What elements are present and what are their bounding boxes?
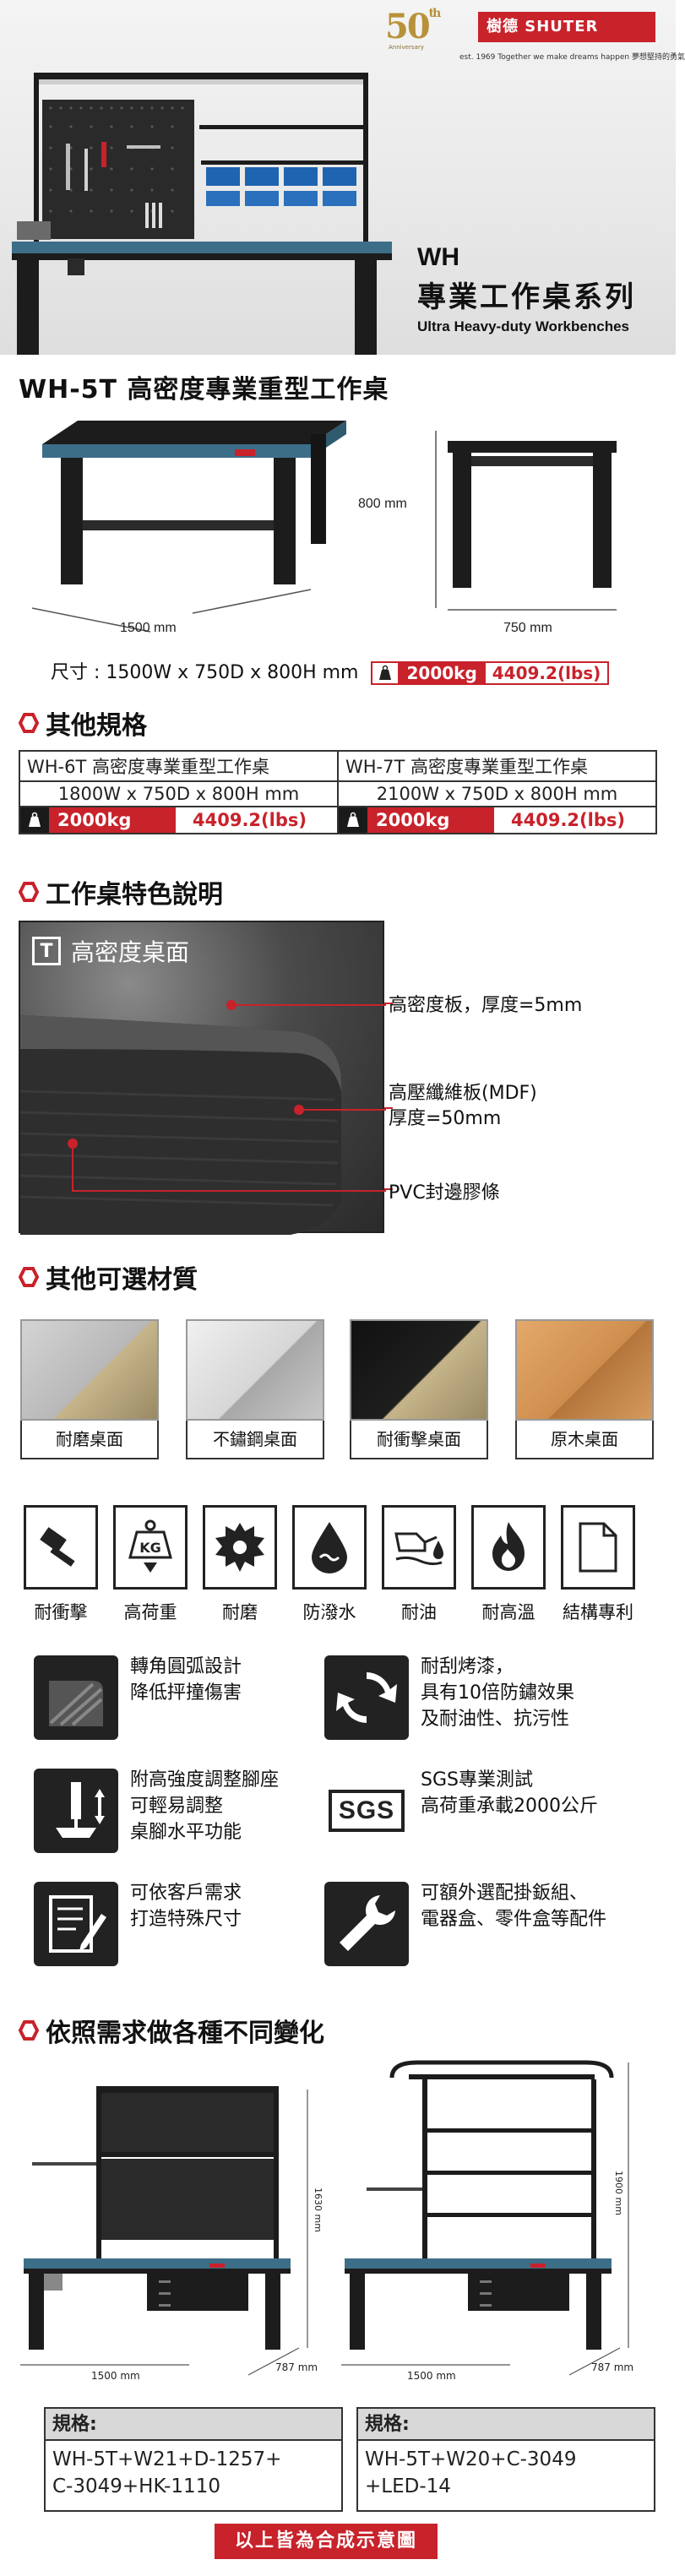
svg-text:KG: KG [139, 1540, 161, 1556]
t-icon: T [32, 937, 61, 965]
variant-2-spec: 規格: WH-5T+W20+C-3049+LED-14 [356, 2407, 655, 2512]
spec-label: 規格: [44, 2407, 343, 2441]
saw-blade-icon [203, 1505, 277, 1590]
hexagon-icon [18, 882, 40, 902]
feature-text-accessories: 可額外選配掛鈑組、電器盒、零件盒等配件 [421, 1883, 607, 1930]
material-swatch [515, 1319, 654, 1421]
materials-heading: 其他可選材質 [18, 1258, 198, 1296]
variant-1-spec: 規格: WH-5T+W21+D-1257+C-3049+HK-1110 [44, 2407, 343, 2512]
anniversary-mark: 50th [385, 7, 441, 46]
brand-name: 樹德 SHUTER [478, 12, 655, 42]
anniversary-sub: Anniversary [389, 44, 424, 51]
wrench-icon [324, 1882, 409, 1966]
hero-title: WH 專業工作桌系列 Ultra Heavy-duty Workbenches [417, 243, 636, 335]
icon-caption: 高荷重 [123, 1602, 177, 1622]
variant-2-height: 1900 mm [613, 2171, 624, 2215]
hero-workbench-image [12, 73, 392, 355]
variants-heading: 依照需求做各種不同變化 [18, 2012, 324, 2049]
other-specs-heading: 其他規格 [18, 704, 147, 742]
callout-pvc: PVC封邊膠條 [389, 1182, 500, 1204]
workbench-side-drawing [435, 431, 617, 611]
workbench-front-drawing [31, 421, 346, 633]
spec-name: WH-7T 高密度專業重型工作桌 [337, 750, 657, 782]
icon-caption: 結構專利 [563, 1602, 633, 1622]
brand-slogan: est. 1969 Together we make dreams happen… [459, 53, 685, 62]
spec-value: WH-5T+W21+D-1257+C-3049+HK-1110 [44, 2441, 343, 2512]
hexagon-icon [18, 1267, 40, 1287]
photo-title: T 高密度桌面 [32, 934, 189, 968]
callout-mdf-thickness: 厚度=50mm [389, 1108, 502, 1129]
impact-icon [24, 1505, 98, 1590]
series-en: Ultra Heavy-duty Workbenches [417, 318, 629, 334]
icon-caption: 耐磨 [222, 1602, 258, 1622]
weight-lbs: 4409.2(lbs) [485, 663, 608, 683]
adjustable-foot-icon [34, 1769, 118, 1853]
spec-value: WH-5T+W20+C-3049+LED-14 [356, 2441, 655, 2512]
dim-width: 1500 mm [120, 621, 177, 635]
custom-size-icon [34, 1882, 118, 1966]
material-wood: 原木桌面 [515, 1319, 654, 1459]
feature-text-foot: 附高強度調整腳座可輕易調整桌腳水平功能 [130, 1769, 280, 1843]
feature-text-rounded: 轉角圓弧設計降低抨撞傷害 [130, 1656, 242, 1704]
dim-depth: 750 mm [503, 621, 552, 635]
series-code: WH [417, 243, 459, 271]
weight-icon [372, 663, 399, 683]
rounded-corner-icon [34, 1655, 118, 1740]
other-specs-table: WH-6T 高密度專業重型工作桌 WH-7T 高密度專業重型工作桌 1800W … [19, 750, 657, 834]
icon-caption: 耐油 [401, 1602, 437, 1622]
weight-badge: 2000kg 4409.2(lbs) [371, 661, 610, 685]
icon-caption: 耐衝擊 [34, 1602, 88, 1622]
spec-size: 1800W x 750D x 800H mm [19, 780, 339, 807]
material-wear-resistant: 耐磨桌面 [20, 1319, 159, 1459]
spec-label: 規格: [356, 2407, 655, 2441]
size-text: 尺寸 : 1500W x 750D x 800H mm [51, 662, 359, 683]
composite-note: 以上皆為合成示意圖 [215, 2524, 438, 2559]
variant-2-width: 1500 mm [407, 2370, 456, 2382]
weight-icon [20, 807, 49, 833]
fire-icon [471, 1505, 546, 1590]
icon-caption: 防潑水 [302, 1602, 356, 1622]
rust-proof-icon [324, 1655, 409, 1740]
water-drop-icon [292, 1505, 367, 1590]
spec-size: 2100W x 750D x 800H mm [337, 780, 657, 807]
product-title: WH-5T 高密度專業重型工作桌 [19, 375, 389, 405]
feature-text-custom: 可依客戶需求打造特殊尺寸 [130, 1883, 242, 1930]
variant-1-height: 1630 mm [313, 2187, 323, 2232]
callout-lines [384, 1003, 393, 1190]
callout-hd-board: 高密度板，厚度=5mm [389, 995, 583, 1016]
variant-1-depth: 787 mm [275, 2361, 318, 2373]
brand-logo: 50th Anniversary 樹德 SHUTER est. 1969 Tog… [385, 7, 685, 73]
variant-1-drawing [20, 2086, 308, 2376]
icon-caption: 耐高溫 [481, 1602, 535, 1622]
patent-icon [561, 1505, 635, 1590]
series-name: 專業工作桌系列 [417, 280, 636, 314]
hexagon-icon [18, 2020, 40, 2041]
oil-icon [382, 1505, 456, 1590]
heavy-load-icon: KG [113, 1505, 188, 1590]
variant-1-width: 1500 mm [91, 2370, 140, 2382]
weight-icon [339, 807, 367, 833]
dim-height: 800 mm [358, 497, 407, 511]
sgs-logo: SGS [324, 1769, 409, 1853]
material-swatch [186, 1319, 324, 1421]
feature-text-sgs: SGS專業測試高荷重承載2000公斤 [421, 1769, 598, 1817]
features-heading: 工作桌特色說明 [18, 873, 223, 910]
hero-banner: 50th Anniversary 樹德 SHUTER est. 1969 Tog… [0, 0, 685, 355]
feature-text-paint: 耐刮烤漆，具有10倍防鏽效果及耐油性、抗污性 [421, 1656, 574, 1730]
hexagon-icon [18, 713, 40, 733]
material-swatch [350, 1319, 488, 1421]
material-impact: 耐衝擊桌面 [350, 1319, 488, 1459]
tabletop-section-photo: T 高密度桌面 [19, 921, 386, 1235]
weight-kg: 2000kg [398, 663, 486, 683]
callout-mdf: 高壓纖維板(MDF) [389, 1083, 537, 1104]
size-line: 尺寸 : 1500W x 750D x 800H mm 2000kg 4409.… [51, 657, 610, 685]
variant-2-depth: 787 mm [591, 2361, 634, 2373]
variant-2-drawing [341, 2060, 629, 2376]
spec-weight: 2000kg 4409.2(lbs) [337, 806, 657, 834]
material-swatch [20, 1319, 159, 1421]
spec-weight: 2000kg 4409.2(lbs) [19, 806, 339, 834]
material-stainless: 不鏽鋼桌面 [186, 1319, 324, 1459]
spec-name: WH-6T 高密度專業重型工作桌 [19, 750, 339, 782]
